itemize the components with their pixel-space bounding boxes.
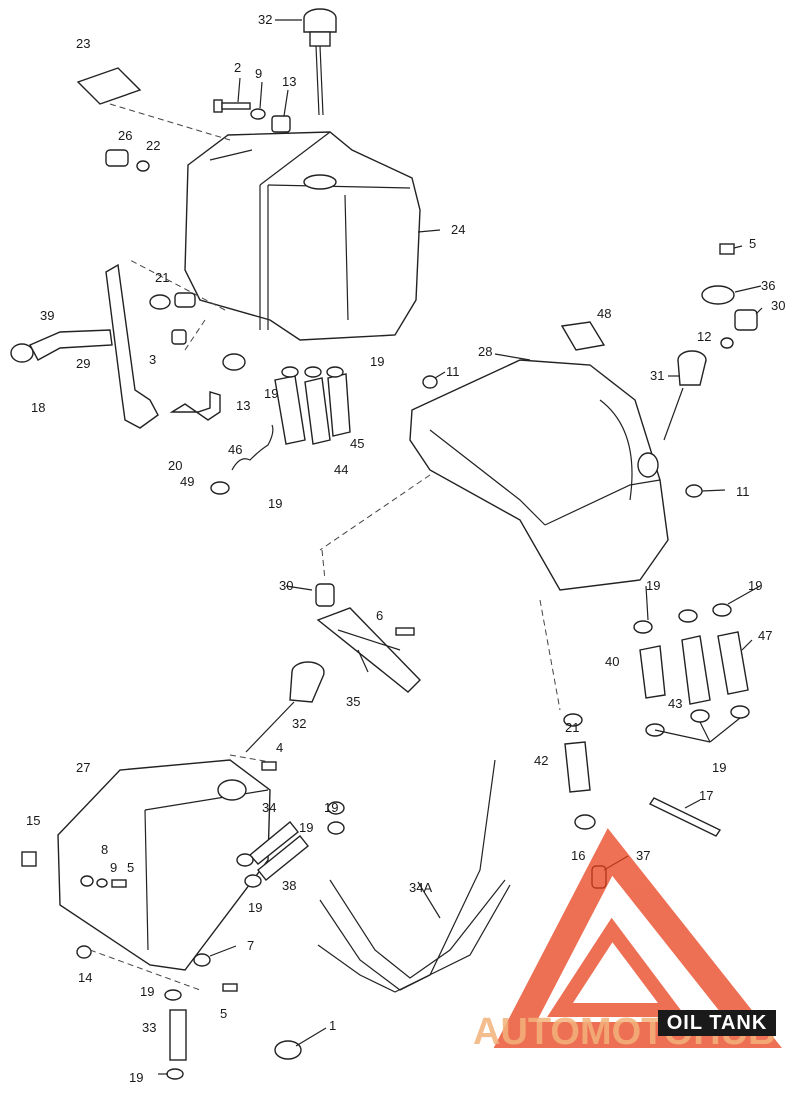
callout-39: 39: [40, 308, 54, 323]
callout-31: 31: [650, 368, 664, 383]
oil-tank-upper: [184, 131, 421, 341]
callout-21: 21: [565, 720, 579, 735]
callout-21: 21: [155, 270, 169, 285]
callout-19: 19: [646, 578, 660, 593]
hose-29: [105, 263, 159, 429]
callout-19: 19: [268, 496, 282, 511]
callout-2: 2: [234, 60, 241, 75]
callout-36: 36: [761, 278, 775, 293]
watermark-triangle-inner: [547, 917, 686, 1017]
callout-35: 35: [346, 694, 360, 709]
callout-44: 44: [334, 462, 348, 477]
callout-1: 1: [329, 1018, 336, 1033]
callout-47: 47: [758, 628, 772, 643]
callout-20: 20: [168, 458, 182, 473]
leader-lines: [158, 19, 763, 1075]
oil-lines-34a: [317, 759, 511, 993]
callout-48: 48: [597, 306, 611, 321]
callout-19: 19: [712, 760, 726, 775]
callout-7: 7: [247, 938, 254, 953]
diagram-title: OIL TANK: [658, 1010, 776, 1036]
watermark-triangle-outer: [493, 828, 782, 1048]
callout-23: 23: [76, 36, 90, 51]
callout-49: 49: [180, 474, 194, 489]
callout-27: 27: [76, 760, 90, 775]
callout-29: 29: [76, 356, 90, 371]
callout-13: 13: [282, 74, 296, 89]
callout-19: 19: [748, 578, 762, 593]
callout-9: 9: [110, 860, 117, 875]
bolt-group-top: [213, 99, 291, 133]
callout-37: 37: [636, 848, 650, 863]
callout-34: 34: [262, 800, 276, 815]
callout-5: 5: [127, 860, 134, 875]
callout-34A: 34A: [409, 880, 432, 895]
callout-17: 17: [699, 788, 713, 803]
oil-tank-lower: [57, 759, 271, 971]
callout-19: 19: [129, 1070, 143, 1085]
callout-6: 6: [376, 608, 383, 623]
callout-15: 15: [26, 813, 40, 828]
callout-4: 4: [276, 740, 283, 755]
mount-group-top-right: [701, 243, 758, 349]
hose-39: [29, 329, 113, 361]
callout-19: 19: [324, 800, 338, 815]
oil-tank-side: [409, 359, 669, 591]
callout-13: 13: [236, 398, 250, 413]
callout-19: 19: [140, 984, 154, 999]
callout-19: 19: [299, 820, 313, 835]
callout-32: 32: [258, 12, 272, 27]
callout-24: 24: [451, 222, 465, 237]
callout-19: 19: [264, 386, 278, 401]
watermark-logo: [493, 828, 782, 1048]
callout-16: 16: [571, 848, 585, 863]
callout-14: 14: [78, 970, 92, 985]
clamp-18: [10, 343, 34, 363]
callout-5: 5: [220, 1006, 227, 1021]
callout-19: 19: [370, 354, 384, 369]
spiral-hose-49: [231, 424, 274, 471]
callout-11: 11: [736, 484, 750, 499]
plate: [76, 67, 142, 105]
callout-8: 8: [101, 842, 108, 857]
callout-28: 28: [478, 344, 492, 359]
callout-30: 30: [279, 578, 293, 593]
callout-32: 32: [292, 716, 306, 731]
hose-group-40-47: [633, 603, 750, 737]
fitting-26: [105, 149, 150, 172]
callout-40: 40: [605, 654, 619, 669]
callout-26: 26: [118, 128, 132, 143]
callout-5: 5: [749, 236, 756, 251]
filler-cap-lower: [245, 661, 325, 753]
callout-22: 22: [146, 138, 160, 153]
callout-18: 18: [31, 400, 45, 415]
mount-bracket-35: [315, 583, 421, 693]
callout-46: 46: [228, 442, 242, 457]
callout-38: 38: [282, 878, 296, 893]
callout-19: 19: [248, 900, 262, 915]
callout-11: 11: [446, 364, 460, 379]
callout-45: 45: [350, 436, 364, 451]
callout-42: 42: [534, 753, 548, 768]
callout-43: 43: [668, 696, 682, 711]
filler-cap-31: [663, 350, 707, 441]
callout-3: 3: [149, 352, 156, 367]
callout-33: 33: [142, 1020, 156, 1035]
hose-group-45-46: [274, 366, 351, 445]
filler-cap-top: [303, 8, 337, 116]
callout-12: 12: [697, 329, 711, 344]
callout-9: 9: [255, 66, 262, 81]
bracket-20: [169, 391, 221, 421]
callout-30: 30: [771, 298, 785, 313]
